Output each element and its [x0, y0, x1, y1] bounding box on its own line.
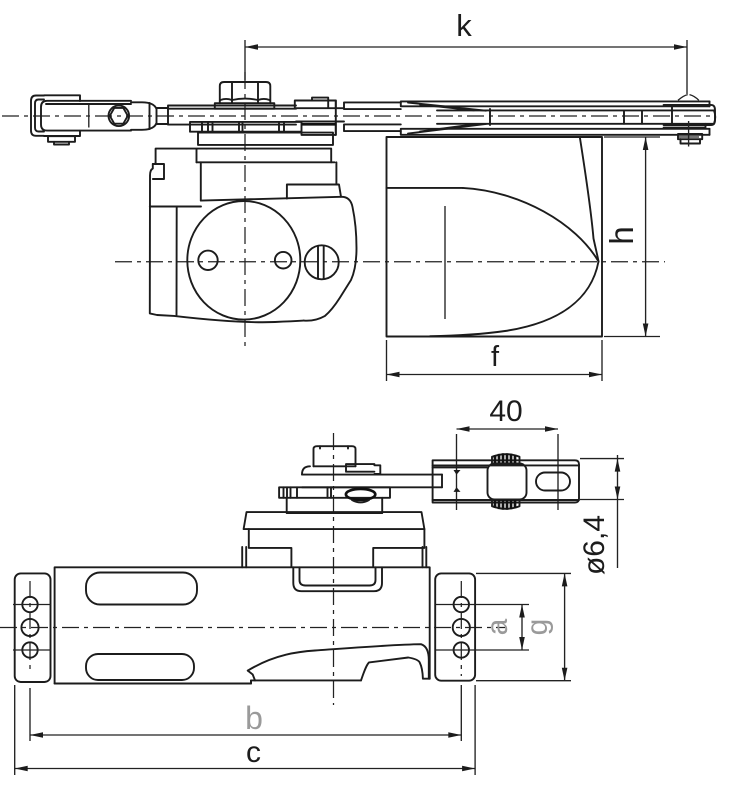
svg-text:b: b — [245, 700, 263, 736]
svg-text:ø6,4: ø6,4 — [578, 515, 611, 575]
svg-text:h: h — [603, 226, 640, 244]
svg-text:c: c — [246, 736, 261, 769]
svg-text:a: a — [481, 618, 514, 635]
svg-text:g: g — [521, 619, 554, 636]
svg-text:k: k — [456, 8, 472, 43]
svg-text:40: 40 — [489, 395, 522, 428]
svg-text:f: f — [491, 341, 500, 373]
